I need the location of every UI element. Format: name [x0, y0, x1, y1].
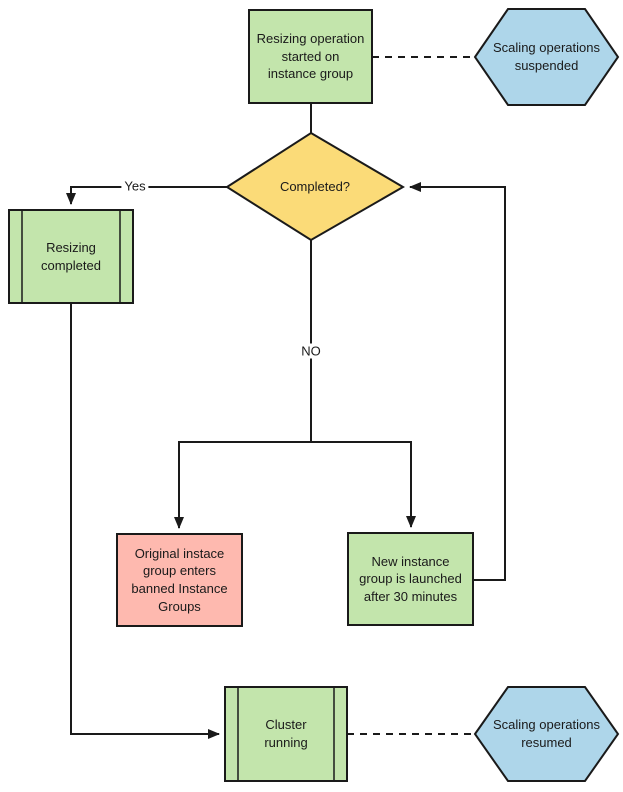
- completed-decision-node: [225, 131, 405, 242]
- start-process-node: [248, 9, 373, 104]
- no-edge-label: NO: [298, 343, 324, 359]
- yes-edge-label: Yes: [121, 178, 149, 194]
- scaling-suspended-node: [473, 8, 620, 106]
- new-instance-group-node: [347, 532, 474, 626]
- scaling-resumed-node: [473, 686, 620, 782]
- banned-group-node: [116, 533, 243, 627]
- cluster-running-node: [224, 686, 348, 782]
- edge-new-group-to-decision: [409, 182, 506, 581]
- edge-resizing-to-cluster: [70, 303, 220, 739]
- resizing-completed-node: [8, 209, 134, 304]
- edge-decision-yes: [66, 186, 227, 205]
